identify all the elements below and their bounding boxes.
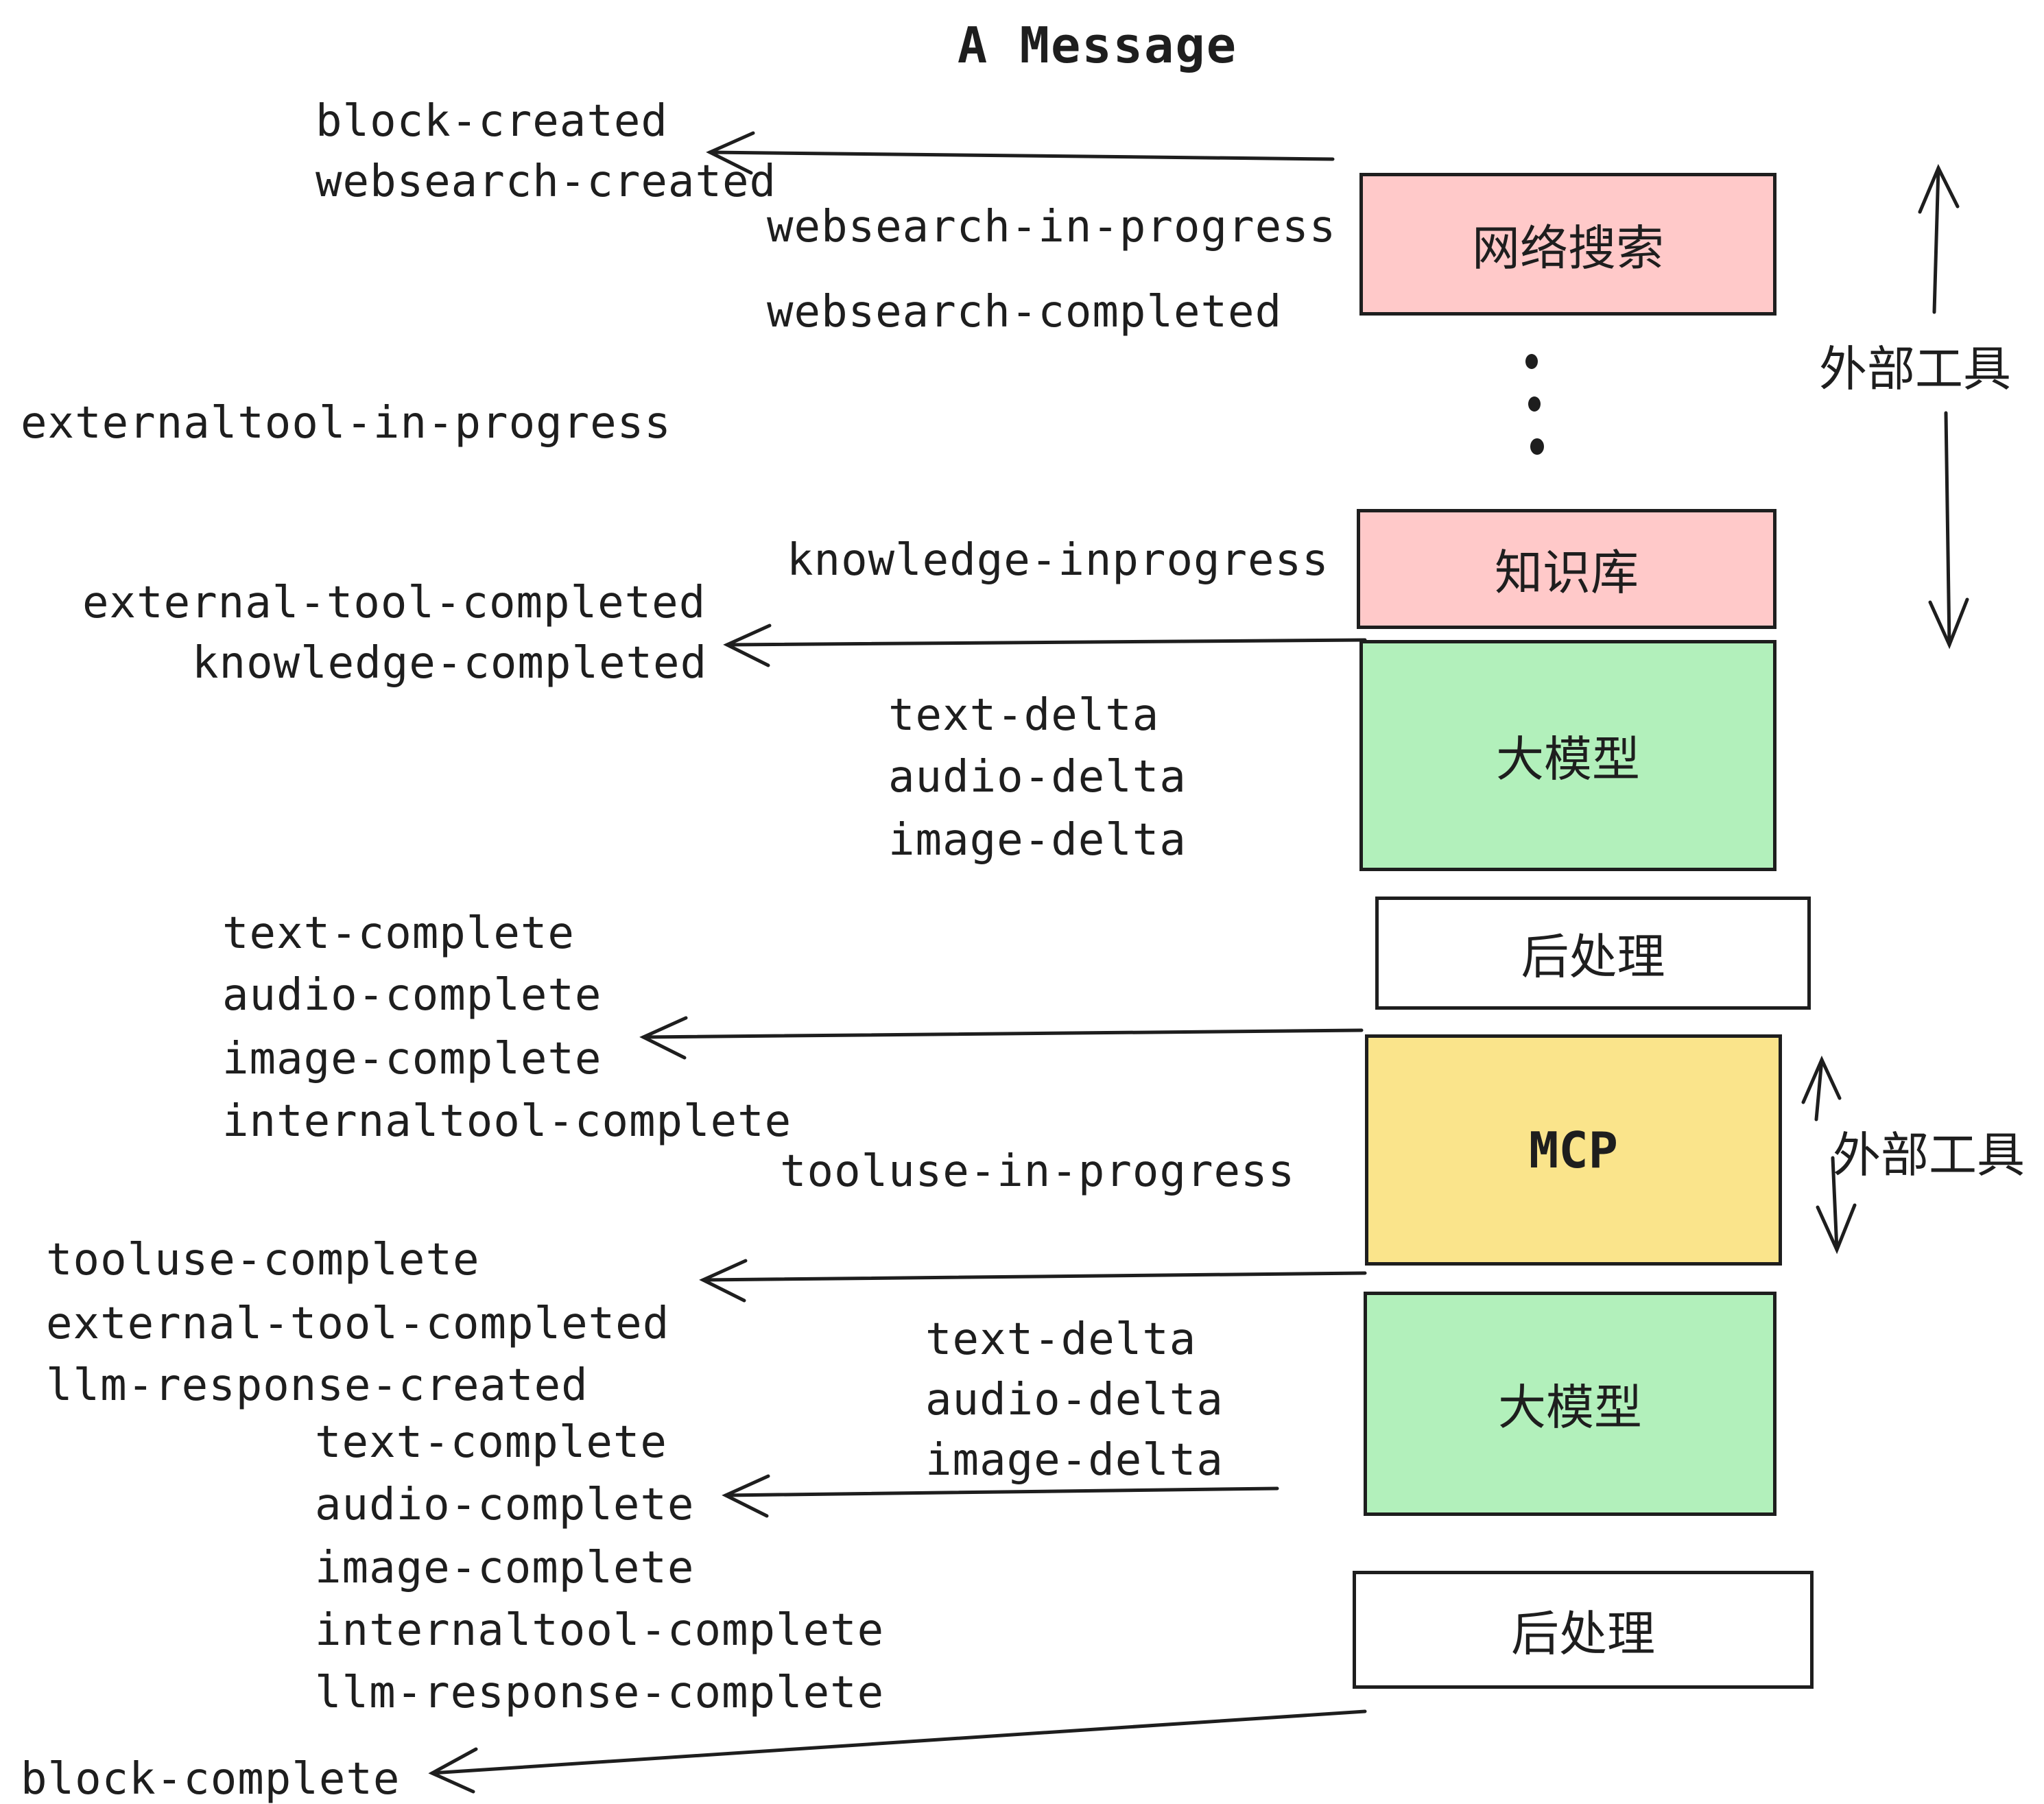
node-llm-1-label: 大模型 — [1496, 731, 1640, 787]
event-image-complete-2: image-complete — [315, 1543, 695, 1593]
external-tools-label-mid: 外部工具 — [1833, 1127, 2025, 1183]
external-tools-label-top: 外部工具 — [1819, 341, 2011, 397]
node-llm-1: 大模型 — [1359, 640, 1776, 871]
node-mcp: MCP — [1365, 1034, 1782, 1266]
mcp-external-down-arrow — [1816, 1156, 1857, 1255]
arrow-tooluse-complete — [699, 1259, 1367, 1303]
event-tooluse-in-progress: tooluse-in-progress — [780, 1146, 1296, 1197]
event-external-tool-completed-2: external-tool-completed — [46, 1298, 670, 1349]
node-llm-2: 大模型 — [1364, 1292, 1776, 1516]
event-image-delta-1: image-delta — [888, 815, 1187, 866]
arrow-audio-complete — [722, 1474, 1279, 1518]
event-external-tool-completed-1: external-tool-completed — [82, 578, 706, 628]
event-websearch-created: websearch-created — [316, 156, 777, 207]
event-knowledge-completed: knowledge-completed — [192, 638, 708, 689]
event-internaltool-complete-1: internaltool-complete — [222, 1096, 792, 1147]
diagram-title: A Message — [957, 16, 1238, 74]
event-audio-complete-2: audio-complete — [315, 1480, 695, 1530]
event-llm-response-complete: llm-response-complete — [315, 1667, 885, 1718]
event-knowledge-inprogress: knowledge-inprogress — [787, 535, 1329, 586]
event-image-delta-2: image-delta — [925, 1435, 1224, 1486]
arrow-block-complete — [428, 1709, 1367, 1794]
event-text-delta-2: text-delta — [925, 1314, 1197, 1365]
event-llm-response-created: llm-response-created — [46, 1360, 589, 1411]
event-text-complete-2: text-complete — [315, 1417, 667, 1468]
node-postprocess-2: 后处理 — [1353, 1571, 1814, 1689]
event-audio-delta-1: audio-delta — [888, 752, 1187, 803]
event-websearch-completed: websearch-completed — [767, 287, 1283, 337]
ellipsis-dots — [1525, 354, 1544, 455]
arrow-websearch-to-created — [706, 131, 1335, 175]
event-websearch-in-progress: websearch-in-progress — [767, 202, 1337, 252]
event-tooluse-complete: tooluse-complete — [46, 1235, 480, 1285]
arrow-internal-complete — [639, 1016, 1364, 1060]
node-websearch: 网络搜索 — [1359, 173, 1776, 316]
node-postprocess-1: 后处理 — [1375, 897, 1811, 1010]
external-tools-up-arrow — [1918, 164, 1960, 314]
node-llm-2-label: 大模型 — [1498, 1379, 1642, 1436]
event-audio-complete-1: audio-complete — [222, 970, 602, 1021]
node-mcp-label: MCP — [1528, 1121, 1619, 1179]
event-internaltool-complete-2: internaltool-complete — [315, 1605, 885, 1656]
event-image-complete-1: image-complete — [222, 1034, 602, 1084]
mcp-external-up-arrow — [1801, 1055, 1842, 1121]
event-block-complete: block-complete — [21, 1754, 401, 1804]
external-tools-down-arrow — [1928, 411, 1969, 650]
node-websearch-label: 网络搜索 — [1472, 219, 1664, 276]
event-text-delta-1: text-delta — [888, 690, 1160, 741]
event-block-created: block-created — [316, 96, 668, 147]
event-externaltool-in-progress: externaltool-in-progress — [21, 398, 672, 449]
event-text-complete-1: text-complete — [222, 908, 575, 959]
node-knowledge: 知识库 — [1357, 509, 1776, 629]
node-knowledge-label: 知识库 — [1495, 545, 1639, 601]
node-postprocess-1-label: 后处理 — [1521, 929, 1665, 985]
arrow-knowledge-completed — [723, 624, 1367, 667]
event-audio-delta-2: audio-delta — [925, 1375, 1224, 1425]
node-postprocess-2-label: 后处理 — [1511, 1605, 1655, 1662]
